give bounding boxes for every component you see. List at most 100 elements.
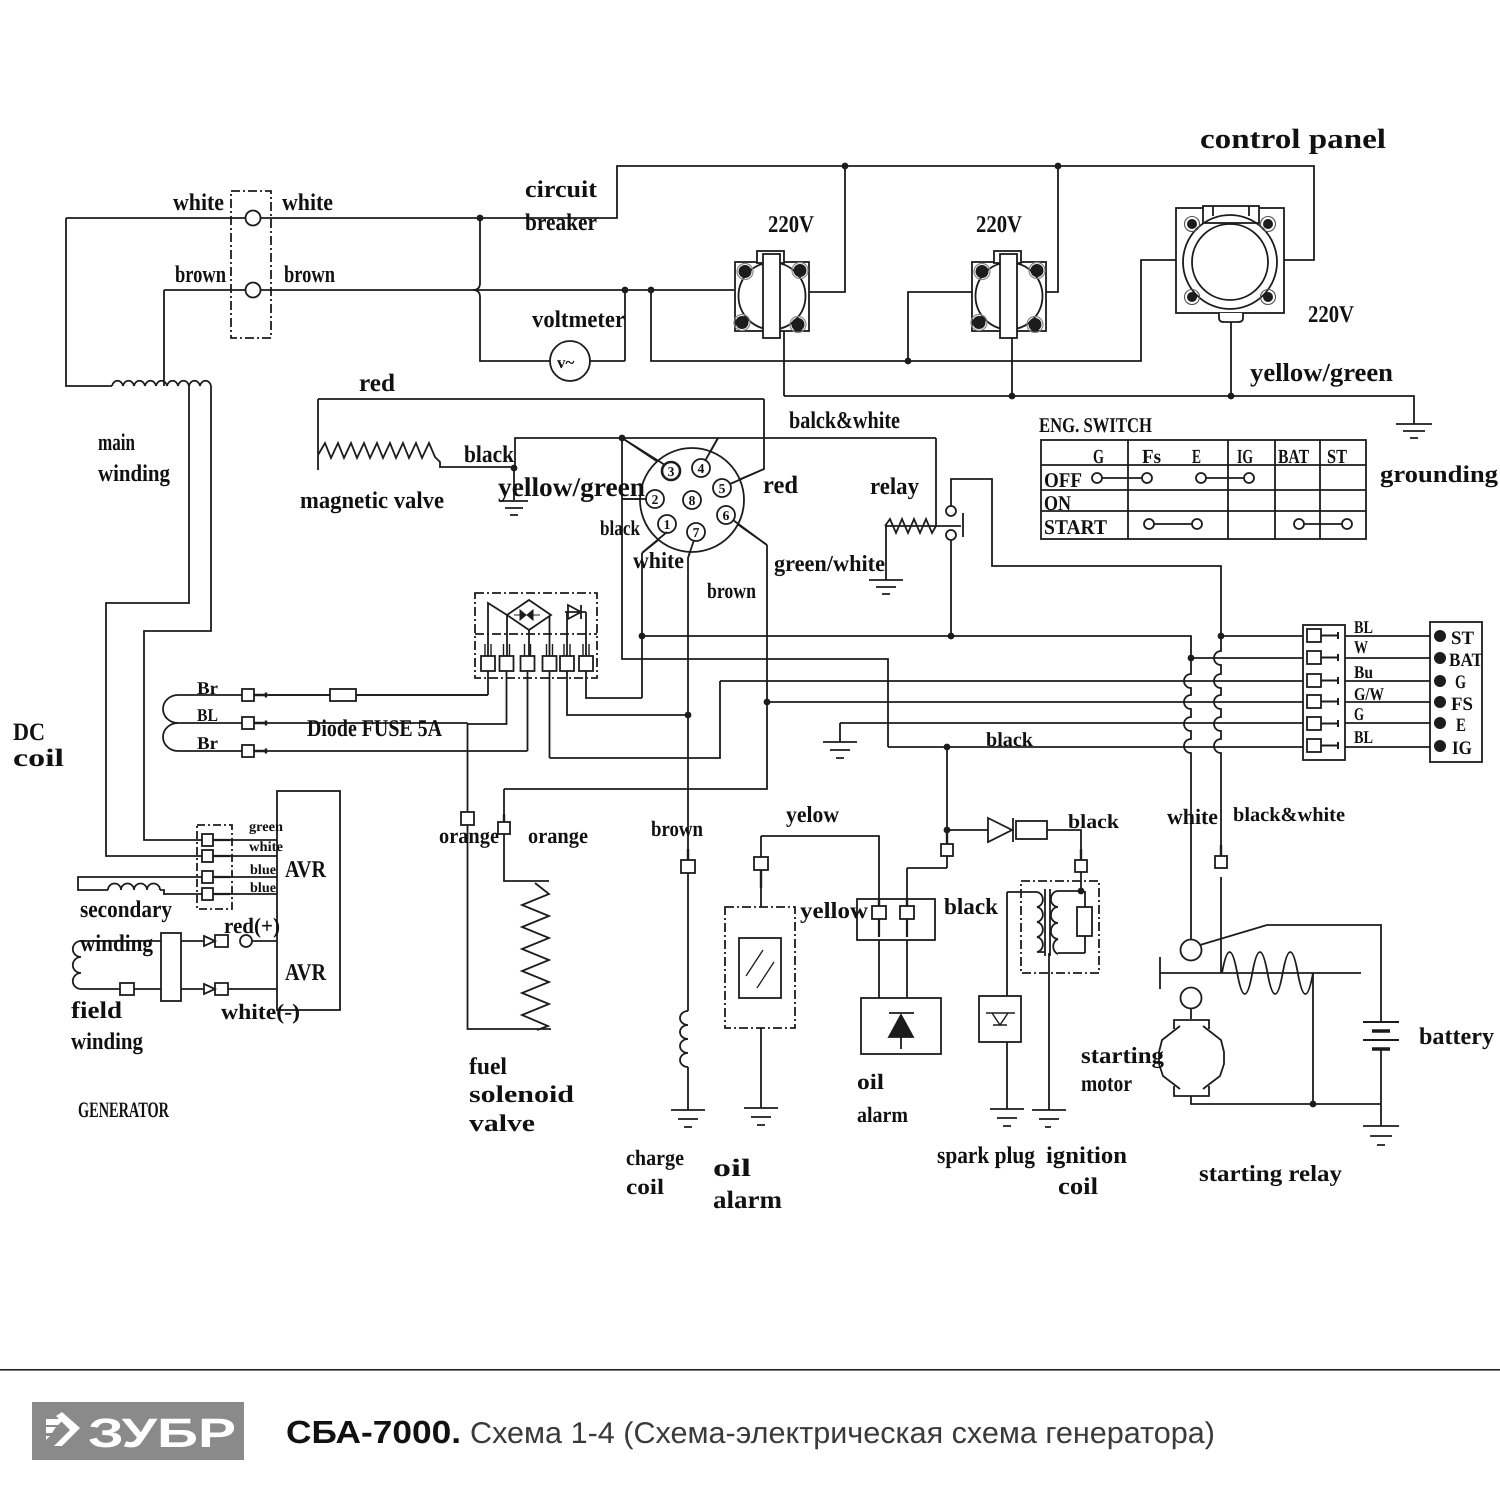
svg-text:oil: oil xyxy=(713,1155,751,1182)
svg-text:alarm: alarm xyxy=(857,1102,908,1127)
svg-text:E: E xyxy=(1456,715,1466,736)
svg-text:E: E xyxy=(1192,446,1201,468)
svg-text:voltmeter: voltmeter xyxy=(532,307,625,333)
svg-text:balck&white: balck&white xyxy=(789,408,900,434)
svg-text:G/W: G/W xyxy=(1354,684,1384,704)
svg-text:relay: relay xyxy=(870,474,919,500)
svg-text:ENG. SWITCH: ENG. SWITCH xyxy=(1039,413,1152,437)
svg-text:orange: orange xyxy=(528,823,588,848)
svg-text:alarm: alarm xyxy=(713,1187,782,1214)
svg-text:coil: coil xyxy=(1058,1174,1098,1200)
svg-text:blue: blue xyxy=(250,881,276,896)
svg-text:FS: FS xyxy=(1451,694,1473,715)
svg-text:СБА-7000.: СБА-7000. xyxy=(286,1414,461,1450)
svg-text:winding: winding xyxy=(80,931,153,957)
svg-text:5: 5 xyxy=(719,481,726,496)
svg-text:G: G xyxy=(1455,672,1466,693)
svg-text:white: white xyxy=(633,548,684,573)
svg-text:coil: coil xyxy=(626,1174,664,1199)
svg-text:brown: brown xyxy=(651,816,703,841)
svg-text:circuit: circuit xyxy=(525,177,597,203)
svg-text:BAT: BAT xyxy=(1449,650,1483,671)
svg-text:Схема 1-4 (Схема-электрическая: Схема 1-4 (Схема-электрическая схема ген… xyxy=(470,1417,1215,1450)
svg-text:brown: brown xyxy=(707,578,756,603)
svg-text:black: black xyxy=(600,516,640,540)
svg-text:yellow: yellow xyxy=(800,898,868,923)
svg-text:red: red xyxy=(359,370,395,397)
svg-text:ST: ST xyxy=(1327,446,1348,468)
svg-text:solenoid: solenoid xyxy=(469,1082,575,1108)
svg-text:yellow/green: yellow/green xyxy=(1250,358,1394,387)
svg-text:ON: ON xyxy=(1044,491,1071,515)
svg-text:white: white xyxy=(282,190,333,216)
svg-text:ignition: ignition xyxy=(1046,1143,1127,1169)
svg-text:orange: orange xyxy=(439,823,499,848)
svg-text:v~: v~ xyxy=(557,353,575,372)
svg-text:breaker: breaker xyxy=(525,210,597,236)
svg-text:motor: motor xyxy=(1081,1071,1132,1096)
svg-text:AVR: AVR xyxy=(285,857,327,883)
svg-text:IG: IG xyxy=(1237,446,1253,468)
svg-text:valve: valve xyxy=(469,1111,535,1137)
svg-text:220V: 220V xyxy=(768,212,815,238)
svg-text:6: 6 xyxy=(723,508,730,523)
svg-text:fuel: fuel xyxy=(469,1054,507,1080)
svg-text:7: 7 xyxy=(693,525,700,540)
svg-text:winding: winding xyxy=(71,1029,143,1055)
svg-text:W: W xyxy=(1354,637,1368,657)
svg-text:220V: 220V xyxy=(976,212,1023,238)
svg-text:ST: ST xyxy=(1451,628,1474,649)
svg-text:magnetic valve: magnetic valve xyxy=(300,488,444,514)
svg-text:GENERATOR: GENERATOR xyxy=(78,1097,170,1122)
svg-text:red(+): red(+) xyxy=(224,913,280,938)
svg-text:Diode FUSE 5A: Diode FUSE 5A xyxy=(307,716,443,742)
svg-text:8: 8 xyxy=(689,493,696,508)
svg-text:field: field xyxy=(71,998,123,1024)
svg-text:G: G xyxy=(1354,704,1364,724)
svg-text:red: red xyxy=(763,472,798,499)
svg-text:main: main xyxy=(98,430,135,456)
svg-text:4: 4 xyxy=(698,461,705,476)
svg-text:brown: brown xyxy=(284,262,335,288)
svg-text:black: black xyxy=(1068,811,1120,833)
svg-text:green/white: green/white xyxy=(774,551,885,577)
svg-text:oil: oil xyxy=(857,1069,884,1094)
svg-text:black: black xyxy=(944,894,998,919)
svg-text:AVR: AVR xyxy=(285,960,327,986)
svg-text:coil: coil xyxy=(13,745,64,772)
svg-text:2: 2 xyxy=(652,492,659,507)
svg-text:grounding: grounding xyxy=(1380,462,1498,488)
svg-text:winding: winding xyxy=(98,461,170,487)
svg-text:Br: Br xyxy=(197,733,218,753)
svg-text:DC: DC xyxy=(13,719,45,746)
svg-text:Fs: Fs xyxy=(1142,446,1161,468)
svg-text:BL: BL xyxy=(1354,617,1373,637)
svg-text:ЗУБР: ЗУБР xyxy=(88,1410,236,1456)
svg-text:IG: IG xyxy=(1452,738,1472,759)
svg-text:black: black xyxy=(986,729,1034,751)
svg-text:1: 1 xyxy=(664,517,671,532)
svg-text:3: 3 xyxy=(668,464,675,479)
svg-text:black: black xyxy=(464,442,515,468)
svg-text:battery: battery xyxy=(1419,1024,1494,1050)
svg-text:BL: BL xyxy=(1354,727,1373,747)
svg-text:control panel: control panel xyxy=(1200,124,1386,155)
svg-text:BL: BL xyxy=(197,705,218,725)
svg-text:green: green xyxy=(249,820,283,835)
svg-text:220V: 220V xyxy=(1308,302,1355,328)
svg-text:G: G xyxy=(1093,446,1104,468)
svg-text:starting relay: starting relay xyxy=(1199,1161,1343,1187)
svg-text:charge: charge xyxy=(626,1145,684,1170)
svg-text:blue: blue xyxy=(250,863,276,878)
svg-text:white: white xyxy=(249,840,283,855)
svg-text:Bu: Bu xyxy=(1354,662,1373,682)
svg-text:white: white xyxy=(1167,804,1218,829)
svg-text:OFF: OFF xyxy=(1044,468,1082,492)
svg-text:yellow/green: yellow/green xyxy=(498,472,645,502)
svg-text:yelow: yelow xyxy=(786,802,839,827)
svg-text:brown: brown xyxy=(175,262,226,288)
svg-text:BAT: BAT xyxy=(1278,446,1310,468)
svg-text:Br: Br xyxy=(197,678,218,698)
svg-text:spark plug: spark plug xyxy=(937,1143,1035,1169)
svg-text:starting: starting xyxy=(1081,1043,1165,1069)
